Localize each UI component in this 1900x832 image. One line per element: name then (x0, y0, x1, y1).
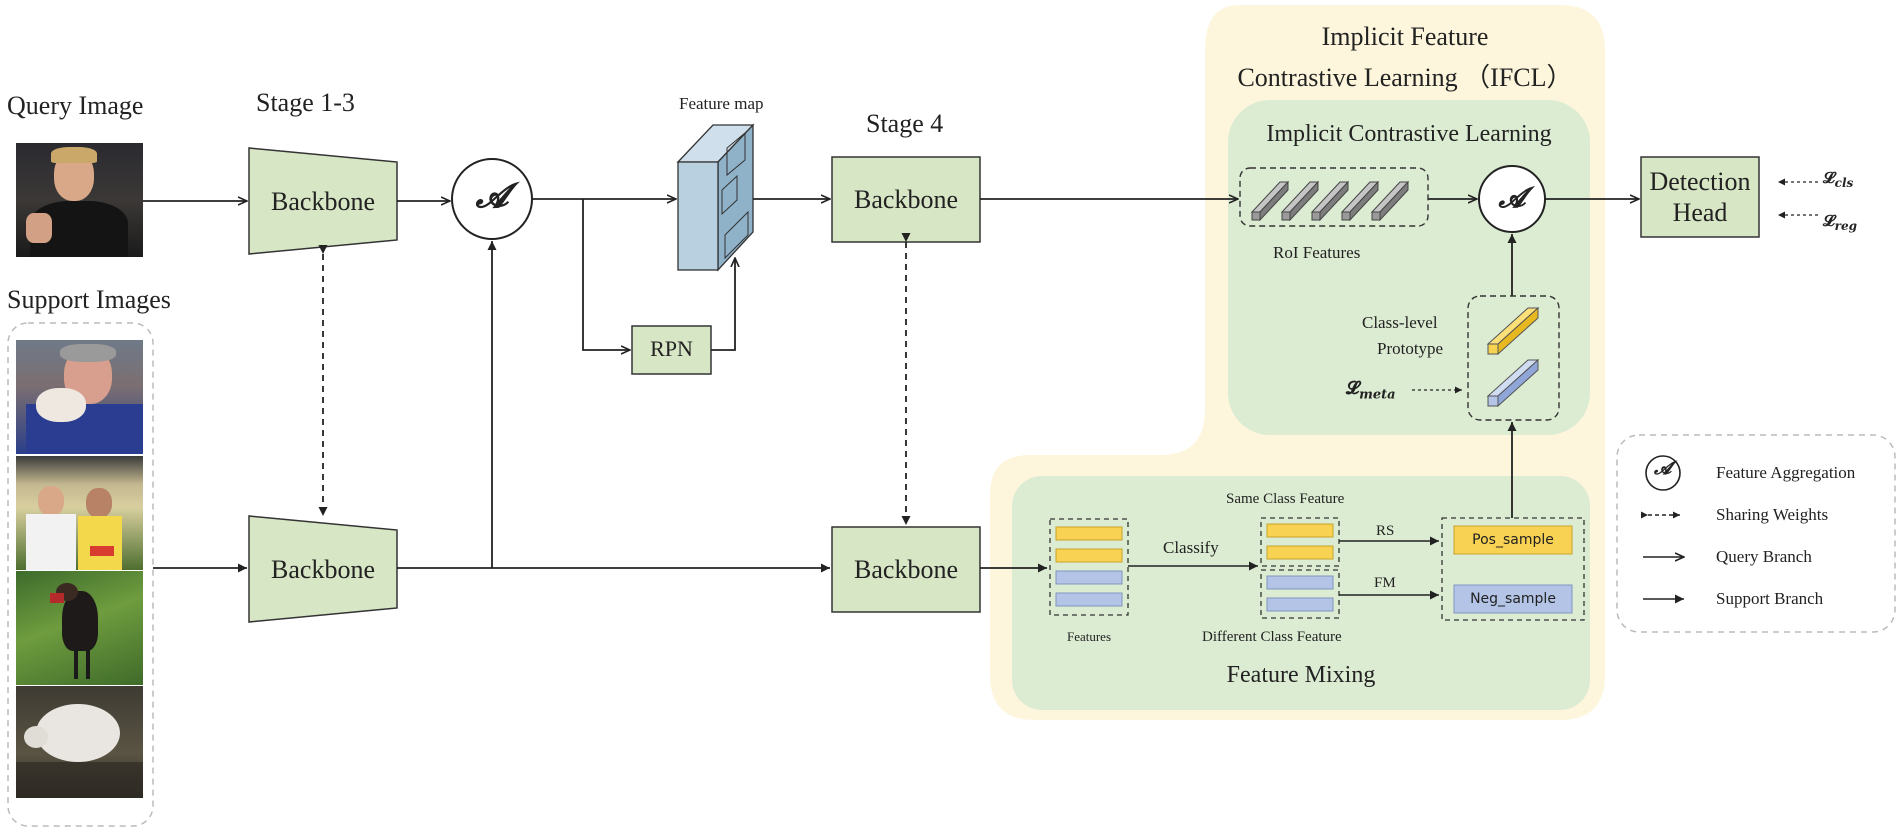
support-image-3 (16, 571, 143, 685)
prototype-label-line1: Class-level (1362, 313, 1438, 332)
feature-mixing-region (1012, 476, 1590, 710)
diff-class-label: Different Class Feature (1202, 629, 1342, 645)
ifcl-title-line2: Contrastive Learning （IFCL） (1237, 63, 1573, 92)
support-frame (7, 322, 154, 827)
legend-support-branch: Support Branch (1716, 589, 1824, 608)
rpn-label: RPN (650, 336, 693, 361)
support-image-1 (16, 340, 143, 454)
stage4-backbone-top-label: Backbone (854, 185, 958, 214)
stage4-label: Stage 4 (866, 109, 944, 138)
legend-query-branch: Query Branch (1716, 547, 1812, 566)
legend-sharing-weights: Sharing Weights (1716, 505, 1829, 524)
agg-symbol-1: 𝓐 (475, 176, 509, 216)
feat-b1 (1055, 570, 1123, 585)
stage4-bottom-shape (831, 526, 981, 613)
support-images-label: Support Images (7, 285, 171, 314)
cls-loss-label: 𝓛cls (1823, 168, 1854, 191)
feature-map-block (676, 123, 755, 272)
pos-sample-label: Pos_sample (1472, 532, 1554, 548)
query-image (16, 143, 143, 257)
prototype-blue-block (1486, 358, 1540, 408)
feature-mixing-title: Feature Mixing (1226, 662, 1376, 688)
features-label: Features (1066, 629, 1112, 644)
backbone-top-shape (248, 147, 398, 255)
legend-frame (1616, 434, 1896, 633)
feat-y2 (1055, 548, 1123, 563)
support-image-2 (16, 456, 143, 570)
feature-map-label: Feature map (679, 94, 764, 113)
pos-sample-box (1453, 525, 1573, 555)
query-image-label: Query Image (7, 91, 144, 120)
rs-label: RS (1376, 523, 1395, 539)
roi-features-label: RoI Features (1273, 243, 1361, 262)
backbone-bottom-shape (248, 515, 398, 623)
feat-y1 (1055, 526, 1123, 541)
neg-sample-label: Neg_sample (1470, 591, 1556, 607)
detection-head-shape (1640, 156, 1760, 238)
backbone-top-label: Backbone (271, 187, 375, 216)
legend-agg-symbol: 𝓐 (1654, 458, 1672, 479)
feat-b2 (1055, 592, 1123, 607)
stage4-backbone-bottom-label: Backbone (854, 555, 958, 584)
backbone-bottom-label: Backbone (271, 555, 375, 584)
agg-symbol-2: 𝓐 (1498, 181, 1526, 214)
prototype-yellow-block (1486, 306, 1540, 356)
neg-sample-box (1453, 584, 1573, 614)
meta-loss-label: 𝓛meta (1346, 378, 1396, 403)
legend-feature-aggregation: Feature Aggregation (1716, 463, 1856, 482)
stage13-label: Stage 1-3 (256, 88, 355, 117)
icl-region (1228, 100, 1590, 435)
icl-title: Implicit Contrastive Learning (1266, 121, 1552, 147)
fm-label: FM (1374, 575, 1396, 591)
same-class-label: Same Class Feature (1226, 491, 1345, 507)
roi-feature-blocks (1250, 180, 1410, 222)
ifcl-title-line1: Implicit Feature (1321, 22, 1489, 51)
support-image-4 (16, 686, 143, 798)
detection-head-line1: Detection (1649, 167, 1751, 196)
prototype-label-line2: Prototype (1377, 339, 1444, 358)
detection-head-line2: Head (1672, 198, 1728, 227)
reg-loss-label: 𝓛reg (1823, 211, 1857, 234)
classify-label: Classify (1163, 538, 1219, 557)
